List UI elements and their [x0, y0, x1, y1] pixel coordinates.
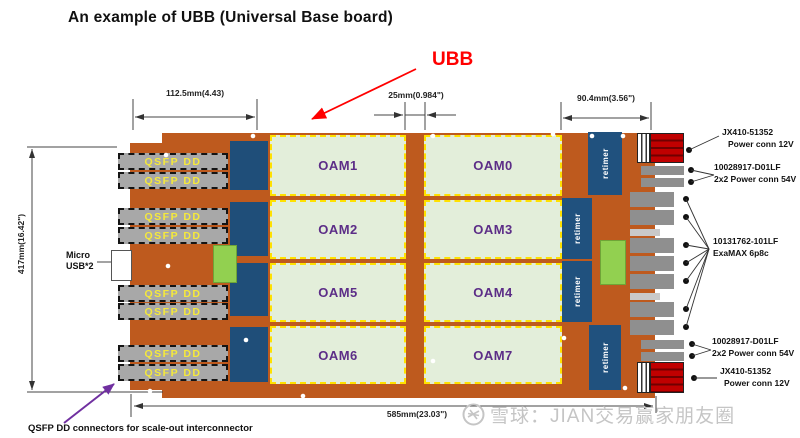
- retimer-label: retimer: [572, 213, 582, 244]
- dim-top-left-label: 112.5mm(4.43): [165, 88, 225, 98]
- oam-module-4: OAM4: [424, 263, 562, 322]
- watermark: 雪球：JIAN交易赢家朋友圈: [462, 401, 735, 428]
- oam-module-2: OAM2: [270, 200, 406, 259]
- watermark-text: 雪球：JIAN交易赢家朋友圈: [490, 406, 736, 427]
- part-number: JX410-51352: [720, 366, 772, 376]
- qsfp-dd-connector-5: QSFP DD: [118, 285, 228, 302]
- qsfp-dd-connector-6: QSFP DD: [118, 303, 228, 320]
- page-title: An example of UBB (Universal Base board): [68, 9, 393, 26]
- examax-connector-6: [630, 302, 674, 317]
- power-conn-54v-bottom-1: [641, 340, 684, 349]
- qsfp-dd-connector-8: QSFP DD: [118, 364, 228, 381]
- qsfp-dd-connector-4: QSFP DD: [118, 227, 228, 244]
- qsfp-dd-connector-3: QSFP DD: [118, 208, 228, 225]
- part-desc: 2x2 Power conn 54V: [712, 347, 795, 358]
- part-desc: Power conn 12V: [724, 377, 790, 388]
- part-number: 10131762-101LF: [713, 236, 779, 246]
- qsfp-note-arrow: [63, 383, 115, 424]
- dimension-112-5mm: [132, 99, 258, 130]
- green-block-left: [213, 245, 237, 283]
- power-conn-guide-top: [637, 133, 650, 163]
- retimer-label: retimer: [600, 342, 610, 373]
- part-number: 10028917-D01LF: [714, 162, 781, 172]
- qsfp-dd-connector-1: QSFP DD: [118, 153, 228, 170]
- qsfp-dd-connector-2: QSFP DD: [118, 172, 228, 189]
- qsfp-dd-connector-7: QSFP DD: [118, 345, 228, 362]
- label-power-12v-top: JX410-51352 Power conn 12V: [722, 127, 794, 150]
- ubb-callout-label: UBB: [432, 49, 474, 70]
- label-examax: 10131762-101LF ExaMAX 6p8c: [713, 236, 778, 259]
- leader-power-54v-top: [688, 167, 715, 185]
- retimer-label: retimer: [600, 148, 610, 179]
- xueqiu-snowball-logo-icon: [462, 403, 485, 426]
- micro-usb-label: Micro USB*2: [66, 250, 94, 272]
- retimer-block-1: retimer: [588, 132, 622, 195]
- examax-connector-small-2: [630, 293, 660, 300]
- label-power-54v-top: 10028917-D01LF 2x2 Power conn 54V: [714, 162, 796, 185]
- power-conn-12v-top: [650, 133, 684, 163]
- leader-power-54v-bottom: [689, 341, 712, 359]
- part-desc: Power conn 12V: [728, 138, 794, 149]
- retimer-block-2: retimer: [562, 198, 592, 259]
- retimer-block-4: retimer: [589, 325, 621, 390]
- micro-usb-line1: Micro: [66, 250, 91, 260]
- part-desc: 2x2 Power conn 54V: [714, 173, 797, 184]
- dim-top-center-label: 25mm(0.984"): [388, 90, 444, 100]
- leader-examax-fan: [683, 196, 710, 330]
- leader-power-12v-top: [686, 135, 720, 153]
- qsfp-note-label: QSFP DD connectors for scale-out interco…: [28, 423, 253, 434]
- examax-connector-4: [630, 256, 674, 271]
- micro-usb-line2: USB*2: [66, 261, 94, 271]
- dim-bottom-label: 585mm(23.03"): [386, 409, 448, 419]
- label-power-54v-bottom: 10028917-D01LF 2x2 Power conn 54V: [712, 336, 794, 359]
- left-blue-block-4: [230, 327, 268, 382]
- retimer-block-3: retimer: [562, 261, 592, 322]
- leader-power-12v-bottom: [691, 375, 717, 381]
- oam-module-3: OAM3: [424, 200, 562, 259]
- part-number: JX410-51352: [722, 127, 774, 137]
- dim-side-label: 417mm(16.42"): [16, 213, 26, 275]
- power-conn-12v-bottom: [650, 362, 684, 393]
- power-conn-54v-top-1: [641, 166, 684, 175]
- dimension-90-4mm: [560, 102, 652, 130]
- oam-module-6: OAM6: [270, 326, 406, 384]
- examax-connector-7: [630, 320, 674, 335]
- label-power-12v-bottom: JX410-51352 Power conn 12V: [720, 366, 790, 389]
- examax-connector-2: [630, 210, 674, 225]
- part-desc: ExaMAX 6p8c: [713, 247, 769, 258]
- power-conn-54v-bottom-2: [641, 352, 684, 361]
- part-number: 10028917-D01LF: [712, 336, 779, 346]
- examax-connector-1: [630, 192, 674, 207]
- oam-module-0: OAM0: [424, 135, 562, 196]
- oam-module-1: OAM1: [270, 135, 406, 196]
- oam-module-7: OAM7: [424, 326, 562, 384]
- green-block-right: [600, 240, 626, 285]
- oam-module-5: OAM5: [270, 263, 406, 322]
- power-conn-54v-top-2: [641, 178, 684, 187]
- power-conn-guide-bottom: [637, 362, 650, 393]
- micro-usb-connector: [111, 250, 132, 281]
- examax-connector-3: [630, 238, 674, 253]
- dimension-25mm: [374, 102, 456, 130]
- retimer-label: retimer: [572, 276, 582, 307]
- left-blue-block-1: [230, 141, 268, 190]
- examax-connector-5: [630, 274, 674, 289]
- dim-top-right-label: 90.4mm(3.56"): [577, 93, 635, 103]
- examax-connector-small-1: [630, 229, 660, 236]
